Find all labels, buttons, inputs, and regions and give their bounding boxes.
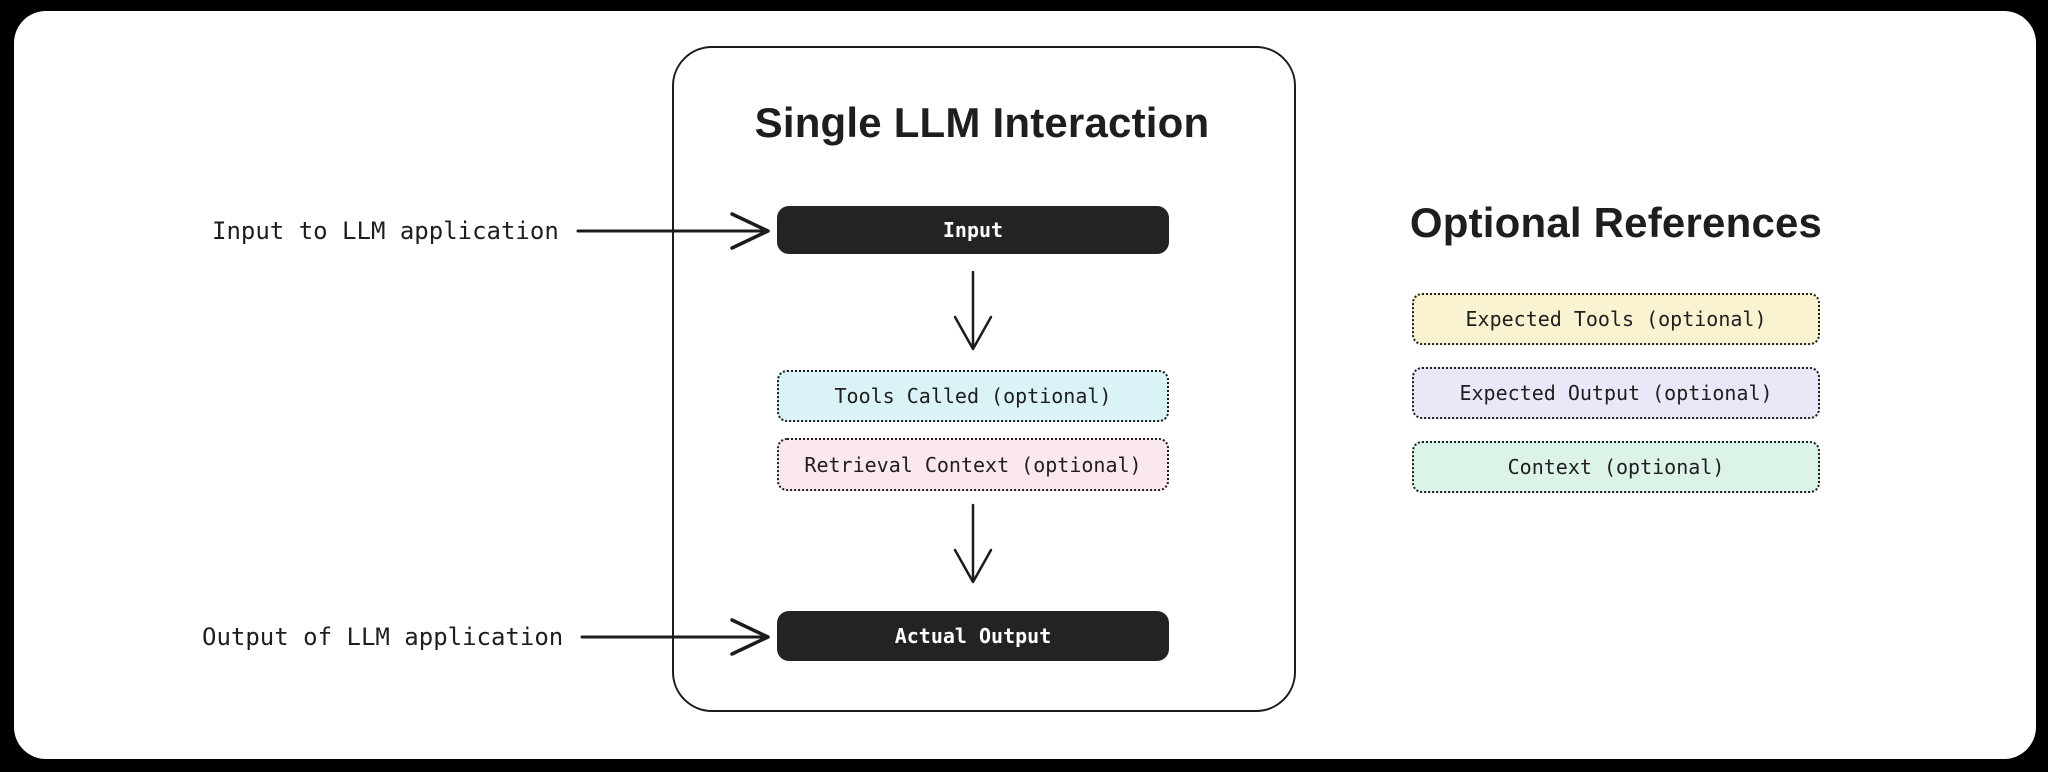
- input-annotation-label: Input to LLM application: [212, 217, 559, 245]
- expected-output-node: Expected Output (optional): [1412, 367, 1820, 419]
- output-annotation-label: Output of LLM application: [202, 623, 564, 651]
- single-llm-interaction-container: [672, 46, 1296, 712]
- diagram-title: Single LLM Interaction: [754, 99, 1210, 146]
- optional-references-title: Optional References: [1409, 199, 1823, 246]
- actual-output-node: Actual Output: [777, 611, 1169, 661]
- context-node: Context (optional): [1412, 441, 1820, 493]
- input-node: Input: [777, 206, 1169, 254]
- expected-tools-node: Expected Tools (optional): [1412, 293, 1820, 345]
- tools-called-node: Tools Called (optional): [777, 370, 1169, 422]
- retrieval-context-node: Retrieval Context (optional): [777, 438, 1169, 491]
